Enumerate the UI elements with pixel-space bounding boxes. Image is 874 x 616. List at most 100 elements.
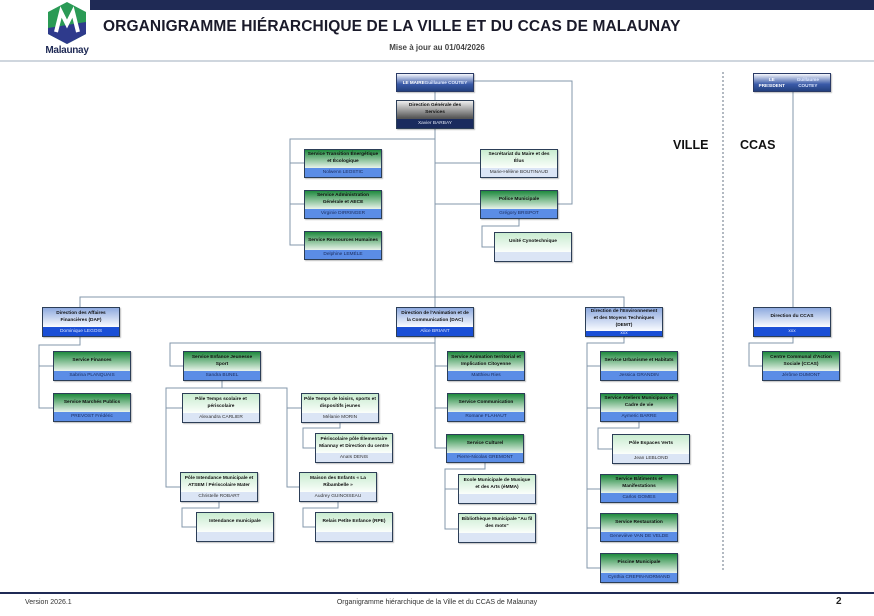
box-title: Service Urbanisme et Habitats [601,352,677,371]
org-box: Direction des Affaires Financières (DAF)… [42,307,120,337]
box-title: LE PRESIDENT [758,76,785,88]
box-title: Bibliothèque Municipale "Au fil des mots… [459,514,535,533]
box-person: Carlos GOMES [601,493,677,502]
box-title: Piscine Municipale [601,554,677,573]
ccas-label: CCAS [740,138,776,152]
box-title: Intendance municipale [197,513,273,532]
org-box: Service Transition Énergétique et Écolog… [304,149,382,178]
box-title: Maison des Enfants « La Ribambelle » [300,473,376,492]
box-person: xxx [586,330,662,336]
box-title: Direction de l'Environnement et des Moye… [586,308,662,331]
box-title: Centre Communal d'Action Sociale (CCAS) [763,352,839,371]
box-person: Alice BRIANT [397,327,473,336]
box-person: Dominique LEGOIS [43,327,119,336]
box-person: Sandra BUNEL [184,371,260,380]
box-person: Matthieu Ries [448,371,524,380]
box-person: Cynthia CREPIN-NORMAND [601,573,677,582]
page-title: ORGANIGRAMME HIÉRARCHIQUE DE LA VILLE ET… [103,18,681,35]
box-person: Jérôme DUMONT [763,371,839,380]
box-title: Direction du CCAS [754,308,830,327]
box-title: Secrétariat du Maire et des Élus [481,150,557,168]
box-person: Sabrina PLANQUAIS [54,371,130,380]
box-person: Virginie DIRRINGER [305,209,381,218]
box-person [197,532,273,541]
footer-title: Organigramme hiérarchique de la Ville et… [336,599,538,606]
box-person: Nolwenn LEOSTIC [305,168,381,177]
box-person: Christelle ROBART [181,492,257,501]
org-box: Périscolaire pôle Élementaire Miannay et… [315,433,393,463]
box-title: Service Transition Énergétique et Écolog… [305,150,381,168]
box-person [459,494,535,503]
box-person: Xavier BARBAY [397,119,473,128]
box-person: Delphine LEMÉLE [305,250,381,259]
org-box: LE PRESIDENT Guillaume COUTEY [753,73,831,92]
header-divider [0,60,874,62]
box-person: Grégory BRISPOT [481,209,557,218]
box-person: Alexandra CARLIER [183,413,259,422]
box-person [316,532,392,541]
box-person: Aymeric BARRE [601,412,677,421]
org-box: Bibliothèque Municipale "Au fil des mots… [458,513,536,543]
org-box: Service Ateliers Municipaux et Cadre de … [600,393,678,422]
box-person: Jean LEBLOND [613,454,689,463]
logo-text: Malaunay [45,45,89,56]
box-person: Guillaume COUTEY [796,76,819,88]
box-title: Unité Cynotechnique [495,233,571,252]
org-box: Direction de l'Environnement et des Moye… [585,307,663,337]
box-title: LE MAIRE [402,79,425,85]
box-title: Service Administration Générale et AECE [305,191,381,209]
box-title: Direction des Affaires Financières (DAF) [43,308,119,327]
box-person: Geneviève VAN DE VELDE [601,532,677,541]
box-person: Marie-Hélène BOUTINAUD [481,168,557,177]
org-box: Intendance municipale [196,512,274,542]
box-person: Anaïs DENIS [316,453,392,462]
box-title: Ecole Municipale de Musique et des Arts … [459,475,535,494]
org-box: Pôle Temps de loisirs, sports et disposi… [301,393,379,423]
org-box: Relais Petite Enfance (RPE) [315,512,393,542]
box-title: Périscolaire pôle Élementaire Miannay et… [316,434,392,453]
org-box: Service Animation territorial et Implica… [447,351,525,381]
box-person: Pierre-Nicolas GREMONT [447,453,523,462]
ville-label: VILLE [673,138,709,152]
box-title: Service Enfance Jeunesse Sport [184,352,260,371]
org-box: Pôle Intendance Municipale et ATSEM / Pé… [180,472,258,502]
box-title: Pôle Temps de loisirs, sports et disposi… [302,394,378,413]
box-title: Relais Petite Enfance (RPE) [316,513,392,532]
org-box: Ecole Municipale de Musique et des Arts … [458,474,536,504]
box-person [459,533,535,542]
box-title: Pôle Temps scolaire et périscolaire [183,394,259,413]
org-box: Unité Cynotechnique [494,232,572,262]
logo-hexagon-icon [48,2,86,44]
box-title: Service Animation territorial et Implica… [448,352,524,371]
box-title-area: LE PRESIDENT Guillaume COUTEY [754,74,830,91]
box-person [495,252,571,261]
box-title: Service Bâtiments et Manifestations [601,475,677,493]
box-person: Guillaume COUTEY [424,79,468,85]
box-title: Service Communication [448,394,524,412]
box-person: Audrey GUINOISEAU [300,492,376,501]
header-bar [88,0,874,10]
box-person: xxx [754,327,830,336]
box-title: Service Marchés Publics [54,394,130,412]
update-date: Mise à jour au 01/04/2026 [389,43,485,52]
box-title: Pôle Espaces Verts [613,435,689,454]
org-box: Direction de l'Animation et de la Commun… [396,307,474,337]
box-title: Pôle Intendance Municipale et ATSEM / Pé… [181,473,257,492]
